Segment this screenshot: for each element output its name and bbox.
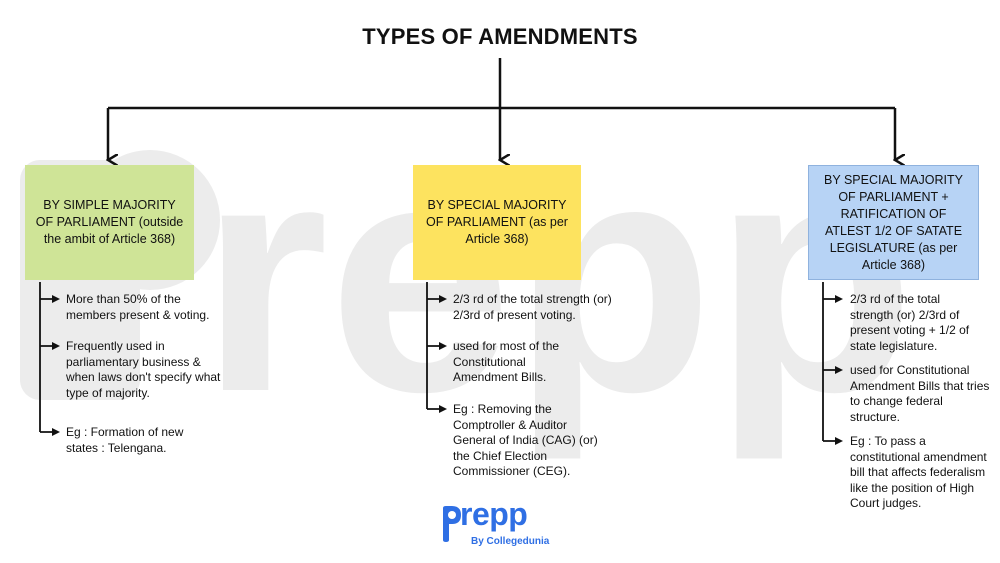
column-2-item-2: used for most of the Constitutional Amen… [453,339,560,384]
simple-majority-label: BY SIMPLE MAJORITY OF PARLIAMENT (outsid… [35,198,184,246]
special-majority-ratification-label: BY SPECIAL MAJORITY OF PARLIAMENT + RATI… [824,172,963,272]
special-majority-label: BY SPECIAL MAJORITY OF PARLIAMENT (as pe… [426,198,568,246]
special-majority-box: BY SPECIAL MAJORITY OF PARLIAMENT (as pe… [413,165,581,280]
prepp-logo-icon [443,506,461,542]
simple-majority-box: BY SIMPLE MAJORITY OF PARLIAMENT (outsid… [25,165,194,280]
prepp-logo: repp By Collegedunia [440,496,560,552]
special-majority-ratification-box: BY SPECIAL MAJORITY OF PARLIAMENT + RATI… [808,165,979,280]
column-2-item-3: Eg : Removing the Comptroller & Auditor … [453,402,598,478]
column-3-item-3: Eg : To pass a constitutional amendment … [850,434,987,510]
column-1-item-2: Frequently used in parliamentary busines… [66,339,221,400]
prepp-logo-subtitle: By Collegedunia [471,536,550,547]
prepp-logo-word: repp [460,496,528,532]
column-1-item-1: More than 50% of the members present & v… [66,292,210,322]
diagram-title: TYPES OF AMENDMENTS [362,24,638,49]
column-3-item-2: used for Constitutional Amendment Bills … [850,363,990,424]
column-3-item-1: 2/3 rd of the total strength (or) 2/3rd … [850,292,970,353]
column-1-item-3: Eg : Formation of new states : Telengana… [66,425,184,455]
column-2-item-1: 2/3 rd of the total strength (or) 2/3rd … [453,292,612,322]
